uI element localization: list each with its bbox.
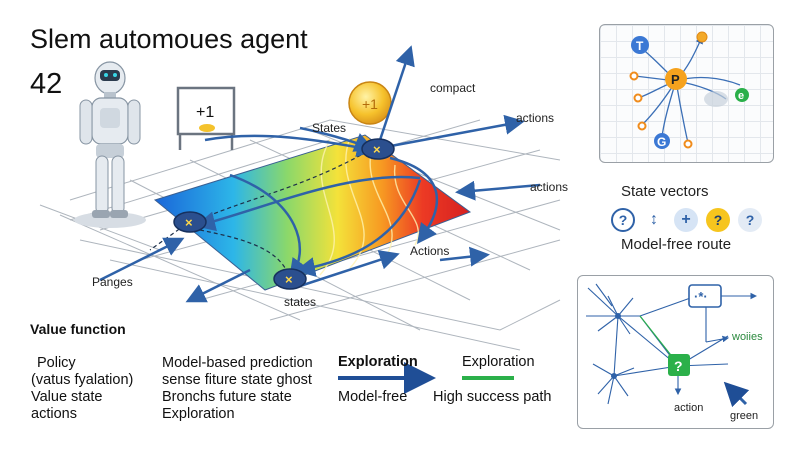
reward-sign-text: +1 bbox=[196, 104, 214, 121]
label-action: action bbox=[674, 402, 703, 414]
legend-col2-line: Bronchs future state bbox=[162, 389, 292, 405]
text-label: e bbox=[738, 90, 744, 102]
label-compact: compact bbox=[430, 81, 476, 95]
flow-arrows bbox=[99, 45, 541, 303]
text-label: × bbox=[185, 215, 193, 230]
label-actions-2: actions bbox=[530, 180, 568, 194]
text-label: × bbox=[285, 272, 293, 287]
top-box bbox=[688, 284, 722, 308]
legend-col2-line: Model-based prediction bbox=[162, 355, 313, 371]
legend-col4-top: Exploration bbox=[462, 354, 535, 370]
text-label: T bbox=[636, 39, 644, 53]
legend-col3-bottom: Model-free bbox=[338, 389, 408, 405]
state-node-top: × bbox=[361, 138, 395, 160]
value-heatmap bbox=[153, 134, 472, 291]
label-woiies: woiies bbox=[731, 331, 763, 343]
legend-col2-line: Exploration bbox=[162, 406, 235, 422]
page-number: 42 bbox=[30, 68, 63, 100]
coin-label: +1 bbox=[362, 96, 378, 112]
network-graph: ·*· ? woiies action green bbox=[586, 283, 763, 422]
text-label: ? bbox=[674, 358, 683, 374]
state-vectors-title: State vectors bbox=[621, 183, 709, 200]
up-down-arrows-icon: ↕ bbox=[650, 211, 658, 228]
legend-col2-line: sense fiture state ghost bbox=[162, 372, 312, 388]
robot-agent bbox=[74, 61, 146, 228]
network-panel: ·*· ? woiies action green bbox=[577, 275, 774, 429]
text-label: ·*· bbox=[694, 289, 708, 304]
label-states-bottom: states bbox=[284, 295, 316, 309]
text-label: G bbox=[657, 135, 666, 149]
legend-col4-bottom: High success path bbox=[433, 389, 552, 405]
question-soft-icon: ? bbox=[738, 208, 762, 232]
reward-signboard: +1 bbox=[176, 86, 236, 150]
label-states-top: States bbox=[312, 121, 346, 135]
legend-col1: Policy (vatus fyalation) Value state act… bbox=[31, 355, 133, 423]
label-actions-mid: Actions bbox=[410, 244, 449, 258]
text-label: P bbox=[671, 72, 680, 87]
question-node bbox=[668, 354, 690, 376]
legend-col1-line: actions bbox=[31, 406, 77, 422]
legend-col2: Model-based prediction sense fiture stat… bbox=[162, 355, 313, 423]
legend-col1-line: Policy bbox=[37, 355, 76, 371]
policy-graph: T P G e bbox=[629, 31, 749, 149]
legend-col3-top: Exploration bbox=[338, 354, 418, 370]
label-actions-1: actions bbox=[516, 111, 554, 125]
legend-col1-line: (vatus fyalation) bbox=[31, 372, 134, 388]
text-label: × bbox=[373, 142, 381, 157]
node-e bbox=[735, 88, 749, 102]
plus-icon: + bbox=[674, 208, 698, 232]
label-pangs: Panges bbox=[92, 275, 133, 289]
model-free-route-label: Model-free route bbox=[621, 236, 732, 253]
legend-value-function: Value function bbox=[30, 321, 126, 337]
legend-col1-line: Value state bbox=[31, 389, 103, 405]
node-g bbox=[654, 133, 670, 149]
label-green: green bbox=[730, 410, 758, 422]
state-node-bottom: × bbox=[273, 268, 307, 290]
state-node-left: × bbox=[173, 211, 207, 233]
question-highlight-icon: ? bbox=[706, 208, 730, 232]
policy-graph-panel: T P G e bbox=[599, 24, 774, 163]
question-icon: ? bbox=[611, 208, 635, 232]
node-p bbox=[665, 68, 687, 90]
reward-coin: +1 bbox=[348, 81, 392, 125]
page-title: Slem automoues agent bbox=[30, 24, 308, 54]
node-t bbox=[631, 36, 649, 54]
